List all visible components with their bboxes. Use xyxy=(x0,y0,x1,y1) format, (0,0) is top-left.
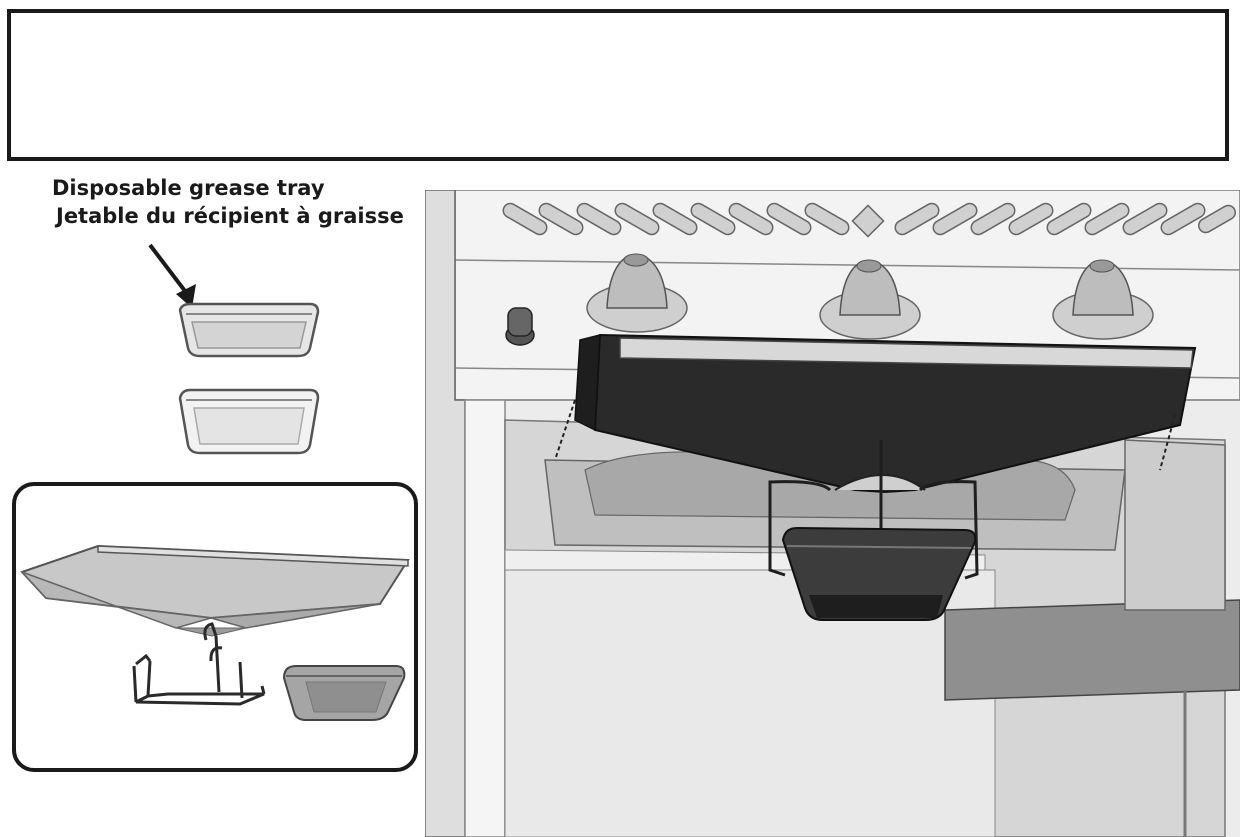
grease-funnel-pan xyxy=(20,544,410,637)
lower-disposable-tray xyxy=(178,388,320,455)
pointer-arrow xyxy=(148,243,196,308)
grease-funnel xyxy=(554,333,1197,494)
igniter-button xyxy=(505,307,535,346)
hanging-grease-tray xyxy=(781,526,977,621)
caption-english: Disposable grease tray xyxy=(52,176,325,200)
grill-underside-illustration xyxy=(425,190,1240,837)
vent-slots xyxy=(502,202,1237,238)
inset-grease-tray xyxy=(282,665,406,721)
upper-disposable-tray xyxy=(178,302,320,358)
disposable-trays-illustration xyxy=(178,302,320,455)
exploded-assembly-illustration xyxy=(20,544,410,721)
detail-inset-frame xyxy=(12,482,418,772)
header-frame xyxy=(7,9,1229,161)
side-shelf-bracket xyxy=(944,439,1240,837)
caption-french: Jetable du récipient à graisse xyxy=(56,204,404,228)
control-knob-left xyxy=(586,253,688,333)
control-knob-right xyxy=(1052,259,1154,340)
cart-left-panel xyxy=(425,190,506,837)
grease-tray-caption: Disposable grease tray Jetable du récipi… xyxy=(52,174,404,230)
wire-tray-holder xyxy=(132,622,266,706)
control-knob-center xyxy=(819,259,921,340)
